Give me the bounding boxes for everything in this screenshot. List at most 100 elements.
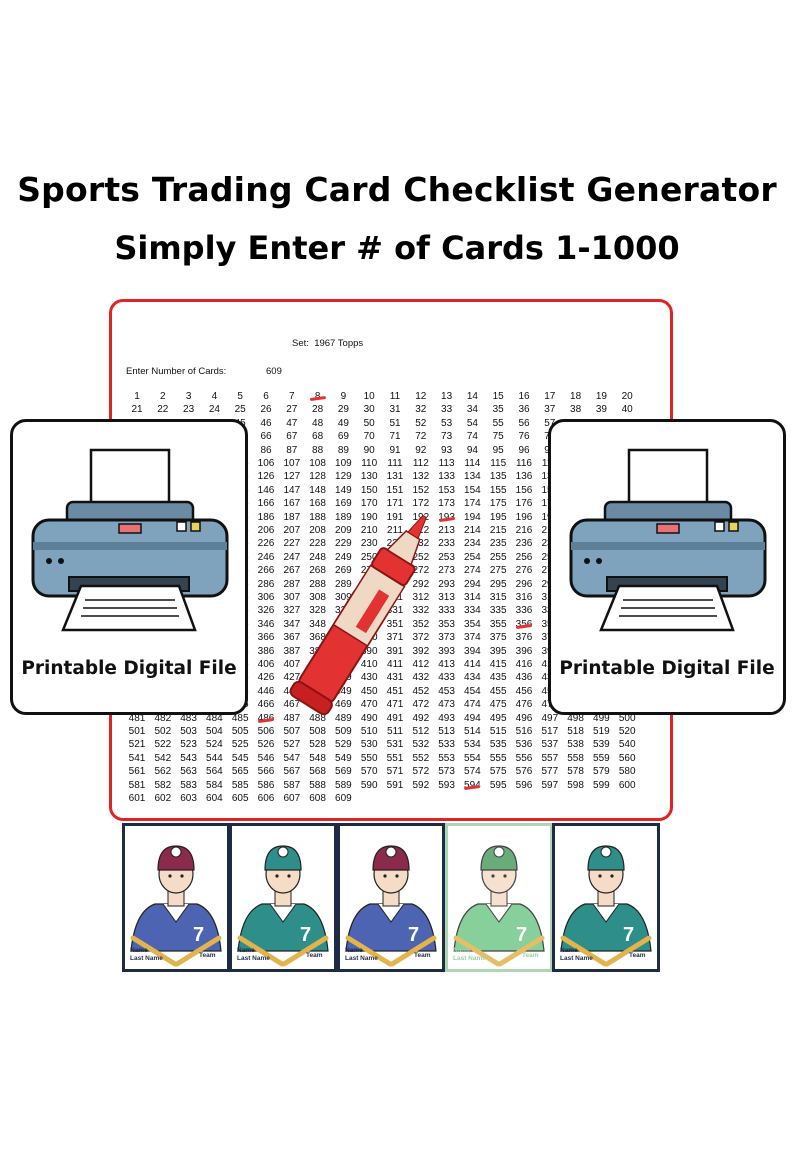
checklist-number[interactable]: 542 bbox=[154, 752, 172, 764]
checklist-number[interactable]: 33 bbox=[441, 404, 453, 416]
checklist-number[interactable]: 69 bbox=[337, 431, 349, 443]
checklist-number[interactable]: 147 bbox=[283, 484, 301, 496]
checklist-number[interactable]: 46 bbox=[260, 417, 272, 429]
checklist-number[interactable]: 286 bbox=[257, 578, 275, 590]
checklist-number[interactable]: 235 bbox=[489, 538, 507, 550]
checklist-number[interactable]: 67 bbox=[286, 431, 298, 443]
checklist-number[interactable]: 510 bbox=[360, 726, 378, 737]
checklist-number[interactable]: 169 bbox=[335, 498, 352, 510]
checklist-number[interactable]: 605 bbox=[231, 793, 249, 804]
checklist-number[interactable]: 13 bbox=[441, 391, 453, 402]
checklist-number[interactable]: 411 bbox=[387, 659, 403, 670]
checklist-number[interactable]: 596 bbox=[515, 779, 533, 791]
checklist-number[interactable]: 532 bbox=[412, 739, 430, 751]
checklist-number[interactable]: 490 bbox=[360, 712, 378, 724]
checklist-number[interactable]: 592 bbox=[412, 779, 430, 791]
checklist-number[interactable]: 351 bbox=[386, 618, 404, 630]
checklist-number[interactable]: 497 bbox=[541, 712, 559, 724]
checklist-number[interactable]: 131 bbox=[386, 471, 404, 483]
checklist-number[interactable]: 295 bbox=[489, 578, 507, 590]
checklist-number[interactable]: 4 bbox=[211, 391, 218, 402]
checklist-number[interactable]: 353 bbox=[438, 618, 455, 630]
checklist-number[interactable]: 88 bbox=[312, 444, 324, 456]
checklist-number[interactable]: 572 bbox=[412, 766, 430, 778]
checklist-number[interactable]: 174 bbox=[464, 498, 481, 510]
checklist-number[interactable]: 354 bbox=[464, 618, 481, 630]
checklist-number[interactable]: 253 bbox=[438, 551, 455, 563]
checklist-number[interactable]: 541 bbox=[128, 752, 146, 764]
checklist-number[interactable]: 21 bbox=[131, 404, 143, 416]
checklist-number[interactable]: 135 bbox=[489, 471, 507, 483]
checklist-number[interactable]: 5 bbox=[237, 391, 243, 402]
checklist-number[interactable]: 266 bbox=[257, 565, 275, 577]
checklist-number[interactable]: 51 bbox=[389, 417, 401, 429]
checklist-number[interactable]: 469 bbox=[335, 699, 352, 711]
checklist-number[interactable]: 554 bbox=[464, 752, 481, 764]
checklist-number[interactable]: 173 bbox=[438, 498, 455, 510]
checklist-number[interactable]: 555 bbox=[489, 752, 507, 764]
checklist-number[interactable]: 91 bbox=[389, 444, 401, 456]
checklist-number[interactable]: 573 bbox=[438, 766, 455, 778]
checklist-number[interactable]: 608 bbox=[309, 793, 326, 804]
checklist-number[interactable]: 557 bbox=[541, 752, 559, 764]
checklist-number[interactable]: 574 bbox=[464, 766, 481, 778]
checklist-number[interactable]: 568 bbox=[309, 766, 326, 778]
checklist-number[interactable]: 579 bbox=[593, 766, 610, 778]
checklist-number[interactable]: 250 bbox=[360, 551, 378, 563]
checklist-number[interactable]: 207 bbox=[283, 525, 301, 536]
checklist-number[interactable]: 192 bbox=[412, 511, 430, 523]
checklist-number[interactable]: 436 bbox=[515, 672, 533, 684]
checklist-number[interactable]: 335 bbox=[489, 605, 507, 617]
checklist-number[interactable]: 336 bbox=[515, 605, 533, 617]
checklist-number[interactable]: 578 bbox=[567, 766, 584, 778]
checklist-number[interactable]: 455 bbox=[489, 685, 507, 697]
checklist-number[interactable]: 73 bbox=[441, 431, 453, 443]
checklist-number[interactable]: 332 bbox=[412, 605, 430, 617]
checklist-number[interactable]: 146 bbox=[257, 484, 275, 496]
checklist-number[interactable]: 269 bbox=[335, 565, 352, 577]
checklist-number[interactable]: 566 bbox=[257, 766, 275, 778]
checklist-number[interactable]: 609 bbox=[335, 793, 352, 804]
checklist-number[interactable]: 598 bbox=[567, 779, 584, 791]
checklist-number[interactable]: 368 bbox=[309, 632, 326, 644]
checklist-number[interactable]: 580 bbox=[618, 766, 636, 778]
checklist-number[interactable]: 484 bbox=[206, 712, 223, 724]
checklist-number[interactable]: 27 bbox=[286, 404, 298, 416]
checklist-number[interactable]: 296 bbox=[515, 578, 533, 590]
checklist-number[interactable]: 15 bbox=[492, 391, 504, 402]
checklist-number[interactable]: 130 bbox=[360, 471, 378, 483]
checklist-number[interactable]: 30 bbox=[363, 404, 375, 416]
checklist-number[interactable]: 34 bbox=[466, 404, 478, 416]
checklist-number[interactable]: 512 bbox=[412, 726, 430, 737]
checklist-number[interactable]: 71 bbox=[389, 431, 401, 443]
checklist-number[interactable]: 431 bbox=[386, 672, 404, 684]
checklist-number[interactable]: 115 bbox=[490, 458, 507, 469]
checklist-number[interactable]: 549 bbox=[335, 752, 352, 764]
checklist-number[interactable]: 491 bbox=[386, 712, 404, 724]
checklist-number[interactable]: 585 bbox=[231, 779, 249, 791]
checklist-number[interactable]: 28 bbox=[312, 404, 324, 416]
checklist-number[interactable]: 234 bbox=[464, 538, 481, 550]
checklist-number[interactable]: 589 bbox=[335, 779, 352, 791]
checklist-number[interactable]: 87 bbox=[286, 444, 298, 456]
checklist-number[interactable]: 195 bbox=[489, 511, 507, 523]
checklist-number[interactable]: 308 bbox=[309, 592, 326, 603]
checklist-number[interactable]: 214 bbox=[464, 525, 481, 536]
checklist-number[interactable]: 170 bbox=[360, 498, 378, 510]
checklist-number[interactable]: 23 bbox=[183, 404, 195, 416]
checklist-number[interactable]: 215 bbox=[489, 525, 507, 536]
checklist-number[interactable]: 545 bbox=[231, 752, 249, 764]
checklist-number[interactable]: 167 bbox=[283, 498, 301, 510]
checklist-number[interactable]: 482 bbox=[154, 712, 172, 724]
checklist-number[interactable]: 587 bbox=[283, 779, 301, 791]
checklist-number[interactable]: 255 bbox=[489, 551, 507, 563]
checklist-number[interactable]: 590 bbox=[360, 779, 378, 791]
checklist-number[interactable]: 188 bbox=[309, 511, 326, 523]
checklist-number[interactable]: 232 bbox=[412, 538, 430, 550]
checklist-number[interactable]: 565 bbox=[231, 766, 249, 778]
checklist-number[interactable]: 74 bbox=[466, 431, 478, 443]
checklist-number[interactable]: 606 bbox=[257, 793, 275, 804]
checklist-number[interactable]: 433 bbox=[438, 672, 455, 684]
checklist-number[interactable]: 132 bbox=[412, 471, 430, 483]
checklist-number[interactable]: 483 bbox=[180, 712, 197, 724]
